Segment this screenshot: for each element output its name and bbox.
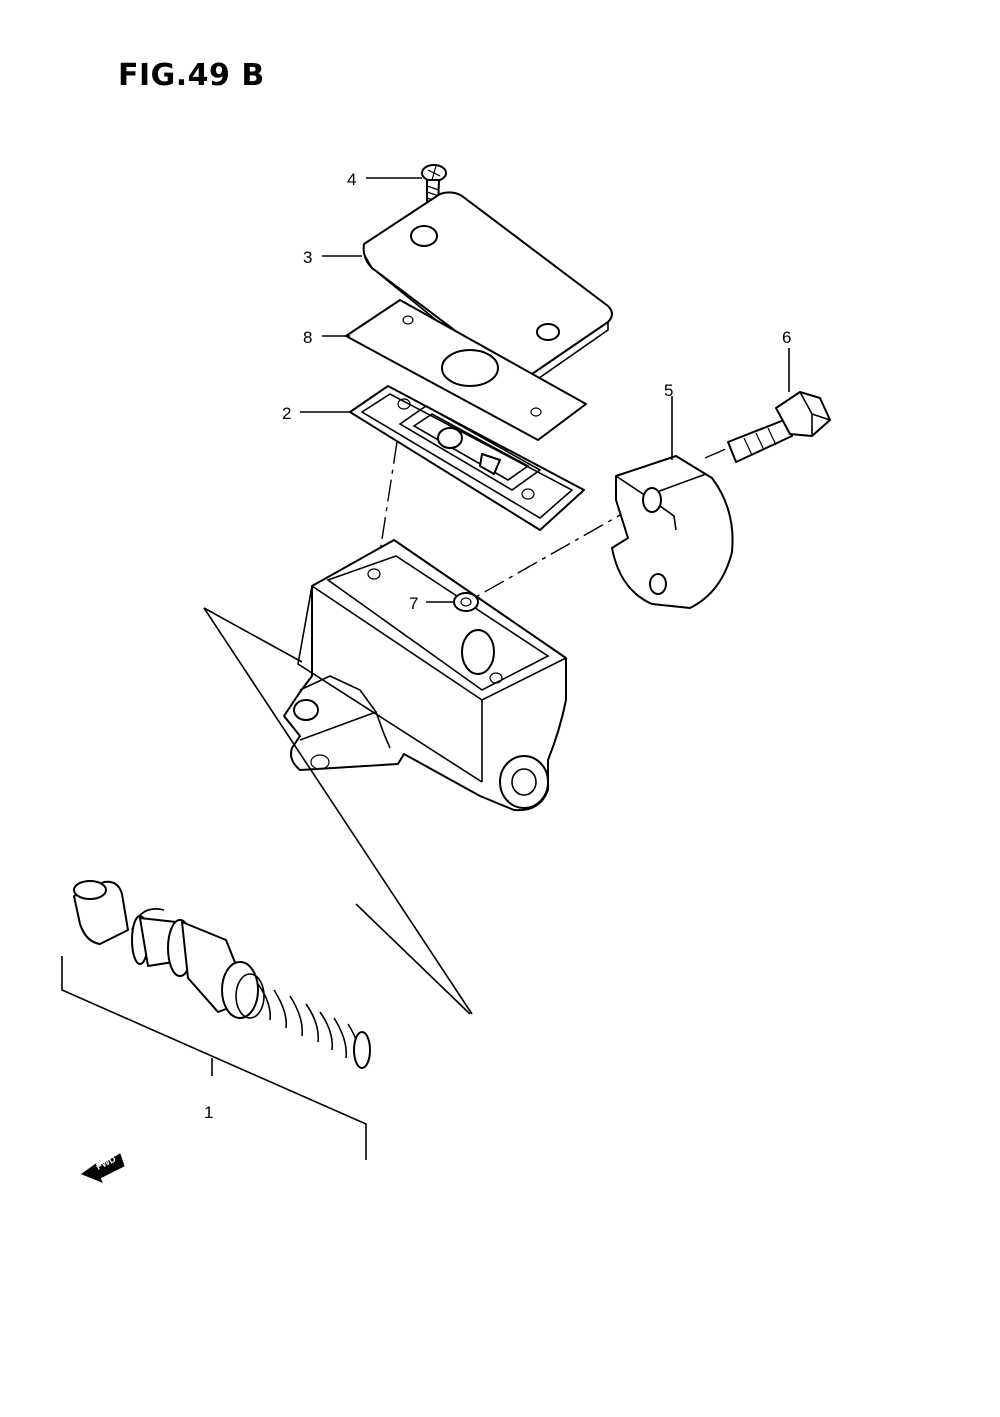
fwd-arrow-icon: FWD <box>80 1153 125 1183</box>
part-7-nut[interactable] <box>453 592 479 612</box>
part-5-clamp[interactable] <box>611 455 734 609</box>
callout-3: 3 <box>303 248 312 267</box>
projection-line-a <box>203 607 473 1015</box>
part-3-reservoir-cap[interactable] <box>362 191 613 384</box>
part-2-diaphragm[interactable] <box>349 385 585 531</box>
projection-line-c <box>355 903 471 1015</box>
callout-5: 5 <box>664 381 673 400</box>
projection-line-b <box>203 607 303 663</box>
part-6-bolt[interactable] <box>727 391 831 463</box>
callout-1: 1 <box>204 1103 213 1122</box>
callout-4: 4 <box>347 170 356 189</box>
bracket-1 <box>61 956 367 1160</box>
assembly-line-bolt <box>704 447 729 459</box>
assembly-line-clamp <box>473 505 637 599</box>
callout-2: 2 <box>282 404 291 423</box>
part-8-plate[interactable] <box>345 299 587 441</box>
part-1-piston-kit[interactable] <box>73 880 371 1069</box>
callout-6: 6 <box>782 328 791 347</box>
callout-8: 8 <box>303 328 312 347</box>
figure-title: FIG.49 B <box>118 58 265 93</box>
master-cylinder-body[interactable] <box>283 539 567 812</box>
callout-7: 7 <box>409 594 418 613</box>
